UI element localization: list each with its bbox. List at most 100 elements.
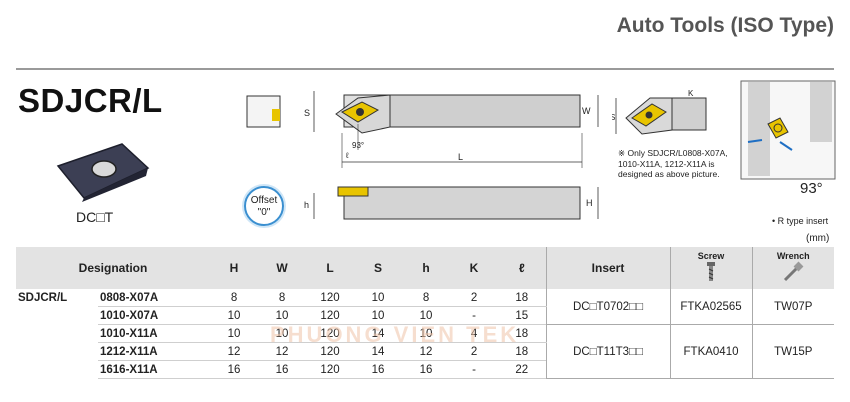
cell-screw: FTKA0410 (669, 324, 753, 379)
table-row: 1010-X07A 10 10 120 10 10 - 15 (16, 306, 834, 325)
tool-top-view: S W L 93° ℓ (304, 91, 599, 168)
row-code: 1010-X07A (98, 306, 211, 325)
col-header-wrench: Wrench (751, 247, 835, 289)
cell-h-upper: 10 (210, 306, 259, 325)
cell-wrench: TW07P (751, 289, 835, 325)
cell-h: 12 (402, 342, 451, 361)
cell-ell: 18 (498, 342, 547, 361)
table-row: SDJCR/L 0808-X07A 8 8 120 10 8 2 18 DC□T… (16, 289, 835, 325)
cell-l: 120 (306, 324, 355, 343)
family-label: SDJCR/L (18, 291, 68, 304)
cell-h: 8 (402, 289, 451, 307)
wrench-icon (784, 261, 804, 281)
col-header-designation: Designation (16, 247, 211, 289)
table-row: 1010-X11A 10 10 120 14 10 4 18 DC□T11T3□… (16, 324, 835, 379)
row-code: 1010-X11A (98, 324, 211, 343)
cell-ell: 18 (498, 324, 547, 343)
dim-ell-label: ℓ (345, 151, 349, 160)
cell-l: 120 (306, 306, 355, 325)
cell-w: 16 (258, 360, 307, 379)
family-spacer (16, 307, 98, 325)
top-divider (16, 68, 834, 70)
offset-value: "0" (257, 207, 271, 218)
offset-label: Offset (250, 195, 278, 206)
insert-code: DC□T (76, 209, 114, 225)
cell-wrench: TW15P (751, 324, 835, 379)
dim-hh-label: H (586, 198, 593, 208)
cell-h-upper: 12 (210, 342, 259, 361)
col-header-l: L (306, 247, 355, 289)
col-header-w: W (258, 247, 307, 289)
angle-label: 93° (800, 180, 823, 197)
cell-ell: 15 (498, 306, 547, 325)
cell-h: 10 (402, 324, 451, 343)
cell-l: 120 (306, 289, 355, 307)
cell-screw: FTKA02565 (669, 289, 753, 325)
cell-k: 2 (450, 289, 499, 307)
screw-label: Screw (697, 250, 725, 261)
cell-k: 4 (450, 324, 499, 343)
unit-label: (mm) (806, 233, 830, 244)
cell-h-upper: 10 (210, 324, 259, 343)
dim-h-label: h (304, 200, 309, 210)
header-title: Auto Tools (ISO Type) (616, 14, 834, 37)
col-header-k: K (450, 247, 499, 289)
dim-w-label: W (582, 106, 591, 116)
insert-image (56, 143, 150, 202)
family-spacer (16, 361, 98, 379)
alt-dim-k: K (688, 89, 694, 98)
alt-head-view: S K (612, 89, 707, 135)
table-row: 1616-X11A 16 16 120 16 16 - 22 (16, 360, 834, 379)
row-code: 0808-X07A (98, 289, 211, 307)
cell-s: 10 (354, 289, 403, 307)
screw-icon (707, 261, 716, 281)
wrench-label: Wrench (776, 250, 810, 261)
cell-h: 10 (402, 306, 451, 325)
family-spacer (16, 325, 98, 343)
row-code: 1212-X11A (98, 342, 211, 361)
cell-ell: 22 (498, 360, 547, 379)
specs-table: Designation H W L S h K ℓ Insert Screw W… (16, 247, 835, 379)
table-header-row: Designation H W L S h K ℓ Insert Screw W… (16, 247, 835, 289)
cell-s: 14 (354, 324, 403, 343)
col-header-insert: Insert (545, 247, 671, 289)
shank-section-view (246, 95, 281, 128)
cell-k: 2 (450, 342, 499, 361)
watermark: PHUONG VIEN TEK (270, 322, 520, 347)
dim-l-label: L (458, 152, 463, 162)
offset-badge: Offset "0" (244, 186, 284, 226)
tool-side-view: h H (304, 186, 599, 220)
dim-s-label: S (304, 108, 310, 118)
col-header-ell: ℓ (498, 247, 547, 289)
cell-insert: DC□T11T3□□ (545, 324, 671, 379)
col-header-screw: Screw (669, 247, 753, 289)
cell-w: 8 (258, 289, 307, 307)
cell-l: 120 (306, 360, 355, 379)
cell-ell: 18 (498, 289, 547, 307)
cell-k: - (450, 360, 499, 379)
cell-l: 120 (306, 342, 355, 361)
row-code: 1616-X11A (98, 360, 211, 379)
family-spacer (16, 343, 98, 361)
col-header-h-upper: H (210, 247, 259, 289)
application-illustration (740, 80, 836, 180)
model-title: SDJCR/L (18, 82, 163, 119)
col-header-h: h (402, 247, 451, 289)
cell-w: 10 (258, 306, 307, 325)
cell-s: 16 (354, 360, 403, 379)
cell-h-upper: 16 (210, 360, 259, 379)
col-header-s: S (354, 247, 403, 289)
cell-w: 12 (258, 342, 307, 361)
cell-s: 14 (354, 342, 403, 361)
cell-insert: DC□T0702□□ (545, 289, 671, 325)
cell-h-upper: 8 (210, 289, 259, 307)
cell-s: 10 (354, 306, 403, 325)
table-row: 1212-X11A 12 12 120 14 12 2 18 (16, 342, 834, 361)
cell-w: 10 (258, 324, 307, 343)
angle-93-small: 93° (352, 141, 364, 150)
r-type-note: • R type insert (772, 216, 829, 226)
design-note: ※ Only SDJCR/L0808-X07A, 1010-X11A, 1212… (618, 148, 728, 179)
cell-h: 16 (402, 360, 451, 379)
alt-dim-s: S (612, 113, 615, 122)
cell-k: - (450, 306, 499, 325)
